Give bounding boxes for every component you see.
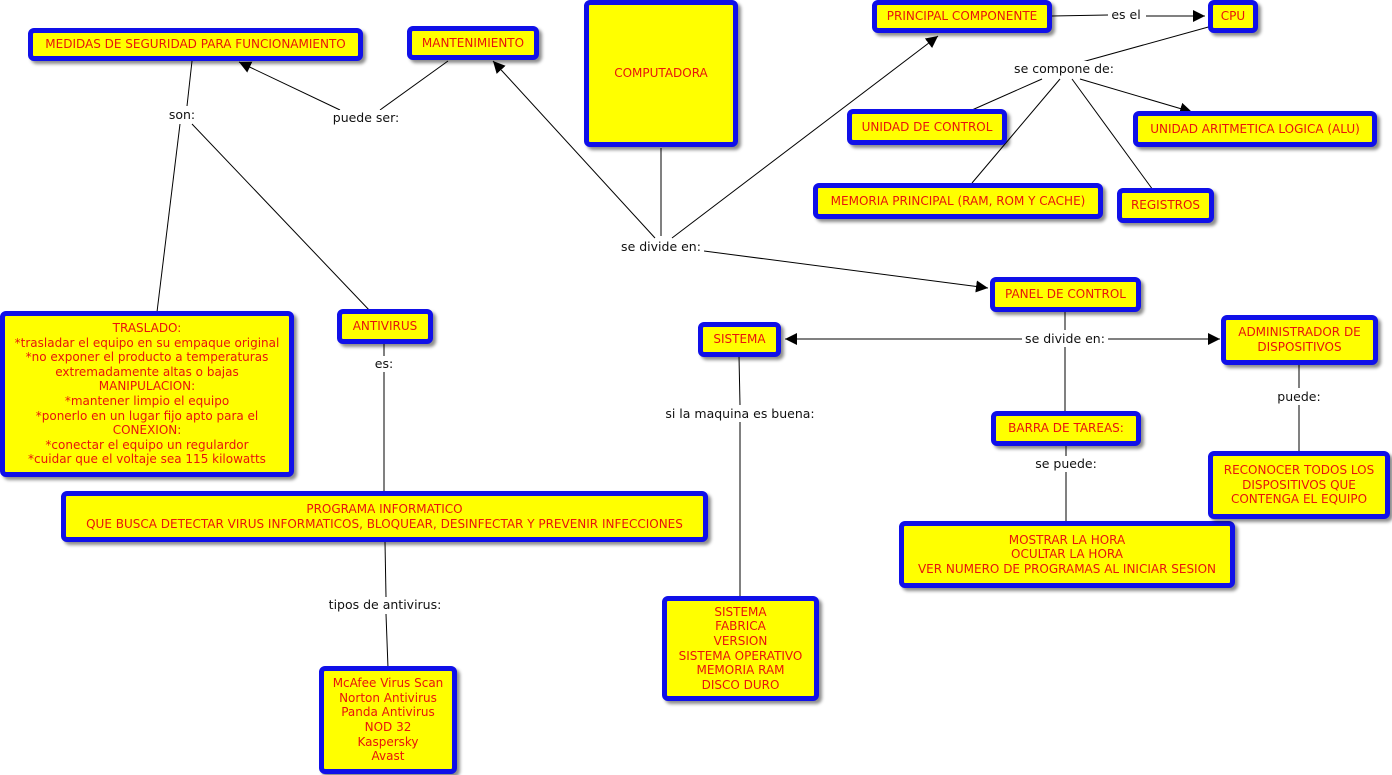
link-divide-panel <box>703 250 989 293</box>
link-compone-registros <box>1071 78 1154 191</box>
link-programa-tipos <box>384 541 387 598</box>
node-mostrar-hora[interactable]: MOSTRAR LA HORA OCULTAR LA HORA VER NUME… <box>899 521 1235 588</box>
link-tipos-lista <box>385 613 389 669</box>
link-compone-memoria <box>971 78 1061 184</box>
node-medidas-seguridad[interactable]: MEDIDAS DE SEGURIDAD PARA FUNCIONAMIENTO <box>28 28 363 61</box>
label-se-compone-de[interactable]: se compone de: <box>1011 61 1117 77</box>
label-puede-ser[interactable]: puede ser: <box>329 110 403 126</box>
label-si-la-maquina-es-buena[interactable]: si la maquina es buena: <box>662 406 818 422</box>
node-cpu[interactable]: CPU <box>1208 0 1258 33</box>
node-sistema[interactable]: SISTEMA <box>698 322 781 357</box>
node-unidad-control[interactable]: UNIDAD DE CONTROL <box>847 109 1007 145</box>
node-programa-informatico[interactable]: PROGRAMA INFORMATICO QUE BUSCA DETECTAR … <box>61 491 708 542</box>
link-principal-esel <box>1051 14 1109 17</box>
label-puede[interactable]: puede: <box>1274 389 1324 405</box>
node-traslado[interactable]: TRASLADO: *trasladar el equipo en su emp… <box>0 311 294 477</box>
label-es-el[interactable]: es el <box>1108 7 1144 23</box>
link-compone-alu <box>1079 78 1193 115</box>
node-reconocer-dispositivos[interactable]: RECONOCER TODOS LOS DISPOSITIVOS QUE CON… <box>1208 451 1390 519</box>
node-principal-componente[interactable]: PRINCIPAL COMPONENTE <box>872 0 1052 33</box>
node-antivirus[interactable]: ANTIVIRUS <box>337 309 433 344</box>
link-divide-principal <box>671 35 939 239</box>
label-son[interactable]: son: <box>165 107 199 123</box>
link-compone-uc <box>971 78 1043 111</box>
node-sistema-info[interactable]: SISTEMA FABRICA VERSION SISTEMA OPERATIV… <box>662 596 819 701</box>
node-tipos-antivirus[interactable]: McAfee Virus Scan Norton Antivirus Panda… <box>319 666 457 774</box>
node-mantenimiento[interactable]: MANTENIMIENTO <box>407 26 539 60</box>
link-divide-mantenimiento <box>492 60 656 239</box>
link-sistema-maquina <box>738 355 741 406</box>
label-se-divide-en[interactable]: se divide en: <box>618 239 704 255</box>
node-registros[interactable]: REGISTROS <box>1117 188 1214 223</box>
node-barra-tareas[interactable]: BARRA DE TAREAS: <box>991 411 1141 446</box>
node-administrador-dispositivos[interactable]: ADMINISTRADOR DE DISPOSITIVOS <box>1221 315 1378 365</box>
link-son-antivirus <box>191 123 372 313</box>
node-memoria-principal[interactable]: MEMORIA PRINCIPAL (RAM, ROM Y CACHE) <box>813 183 1103 219</box>
label-panel-se-divide-en[interactable]: se divide en: <box>1022 331 1108 347</box>
link-cpu-compone <box>1081 25 1213 63</box>
node-computadora[interactable]: COMPUTADORA <box>584 0 738 147</box>
label-es[interactable]: es: <box>371 356 397 372</box>
link-medidas-son <box>186 60 193 107</box>
link-mantenimiento-puede-ser <box>379 60 449 111</box>
link-son-traslado <box>156 123 181 313</box>
label-se-puede[interactable]: se puede: <box>1032 456 1100 472</box>
node-alu[interactable]: UNIDAD ARITMETICA LOGICA (ALU) <box>1133 111 1377 147</box>
node-panel-control[interactable]: PANEL DE CONTROL <box>990 277 1141 312</box>
label-tipos-de-antivirus[interactable]: tipos de antivirus: <box>325 597 445 613</box>
link-puede-ser-medidas <box>238 61 341 111</box>
